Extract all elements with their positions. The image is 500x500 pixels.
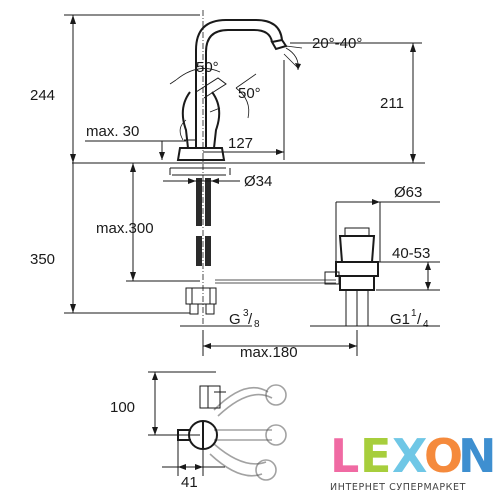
dim-max-30: max. 30 xyxy=(86,123,139,140)
dim-angle-handle-right: 50° xyxy=(238,85,261,102)
dim-height-spout: 211 xyxy=(380,95,404,112)
logo-subtitle: ИНТЕРНЕТ СУПЕРМАРКЕТ xyxy=(330,482,466,493)
dim-hole-34: Ø34 xyxy=(244,173,272,190)
dim-thread-g-den: 8 xyxy=(254,319,260,330)
dim-drain-63: Ø63 xyxy=(394,184,422,201)
dim-height-350: 350 xyxy=(30,251,55,268)
dim-thread-g1-num: 1 xyxy=(411,308,417,319)
dim-max-180: max.180 xyxy=(240,344,298,361)
dim-plan-41: 41 xyxy=(181,474,198,491)
svg-text:/: / xyxy=(248,311,253,328)
dim-height-total: 244 xyxy=(30,87,55,104)
dim-thread-g1: G1 xyxy=(390,311,410,328)
logo-letter-o: O xyxy=(424,429,463,483)
dim-thread-g1-den: 4 xyxy=(423,319,429,330)
dim-reach-127: 127 xyxy=(228,135,253,152)
logo-letter-l: L xyxy=(330,429,359,483)
dim-max-300: max.300 xyxy=(96,220,154,237)
dim-thread-g-num: 3 xyxy=(243,308,249,319)
lexon-logo: L E X O N ИНТЕРНЕТ СУПЕРМАРКЕТ xyxy=(330,429,497,493)
faucet-body xyxy=(176,19,288,161)
dim-thread-g: G xyxy=(229,311,241,328)
countertop xyxy=(72,162,425,176)
plan-view xyxy=(148,371,287,481)
dimension-lines xyxy=(64,14,440,356)
logo-letter-x: X xyxy=(392,429,427,483)
angle-indicators xyxy=(169,45,303,119)
dim-drain-range: 40-53 xyxy=(392,245,430,262)
supply-hoses xyxy=(185,178,217,315)
drain-assembly xyxy=(215,227,379,327)
dim-angle-handle-top: 50° xyxy=(196,59,219,76)
dim-angle-range: 20°-40° xyxy=(312,35,362,52)
dimension-labels: 20°-40° 50° 50° 244 211 max. 30 127 Ø34 … xyxy=(30,35,430,491)
dim-plan-100: 100 xyxy=(110,399,135,416)
logo-letter-e: E xyxy=(360,429,391,483)
logo-letter-n: N xyxy=(458,429,497,483)
svg-text:/: / xyxy=(417,311,422,328)
